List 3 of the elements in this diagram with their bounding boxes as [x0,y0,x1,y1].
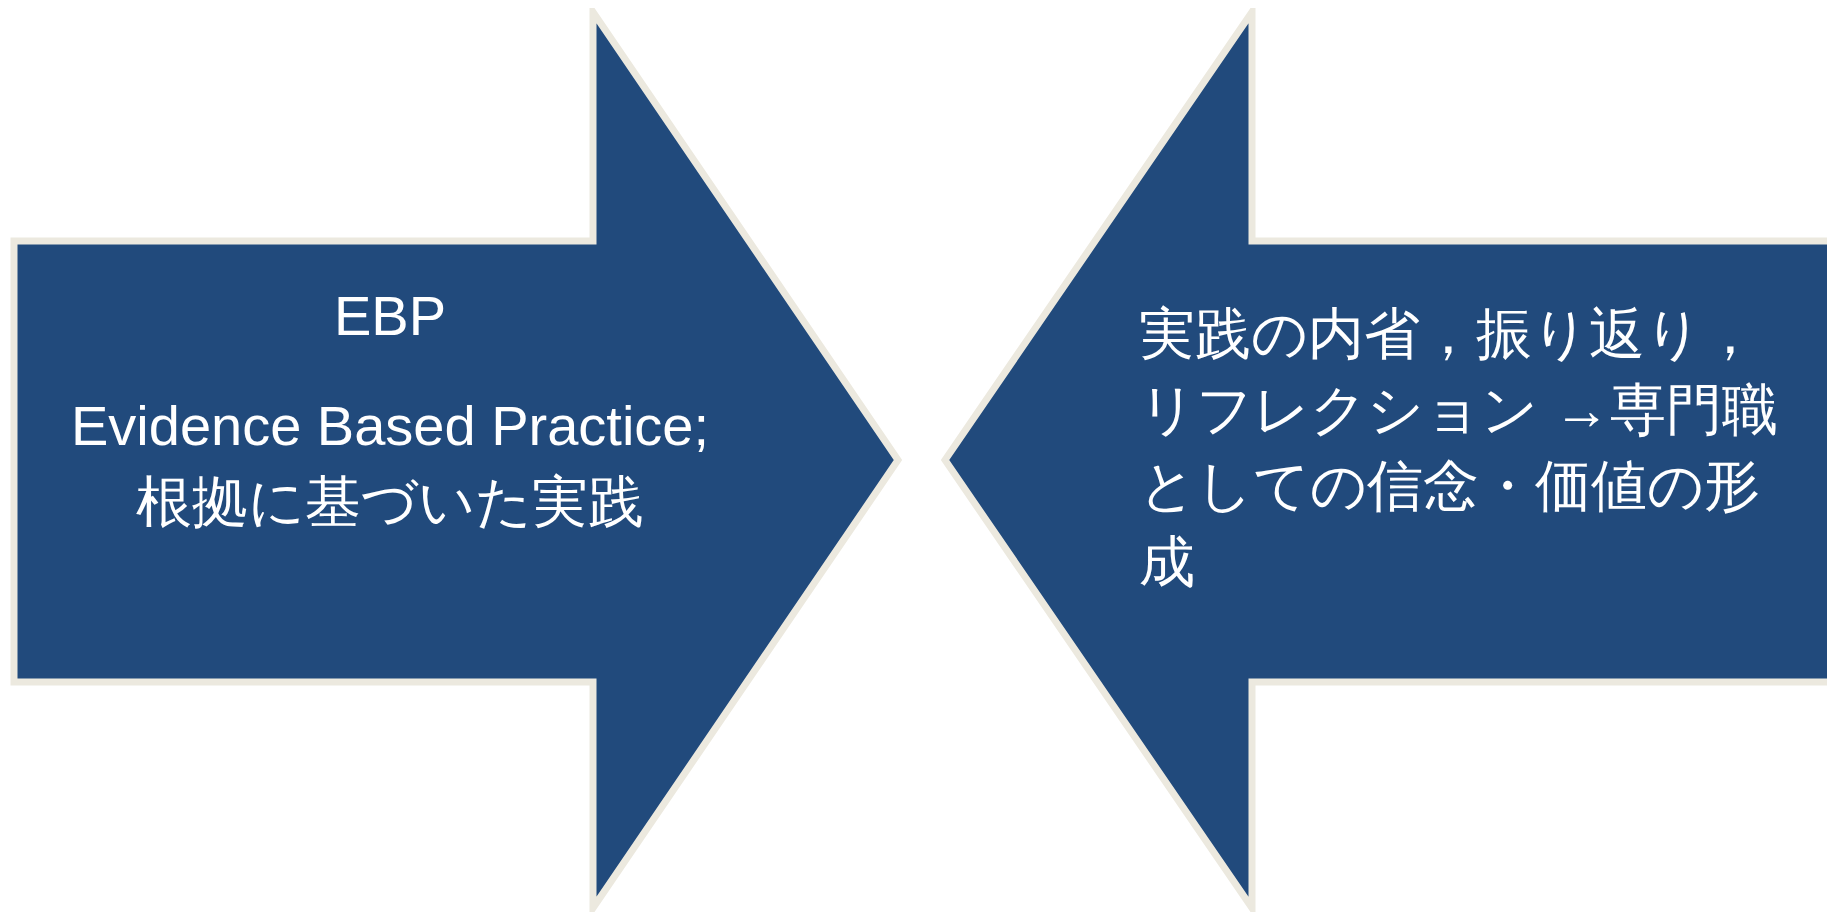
arrow-text: Evidence Based Practice;根拠に基づいた実践 [70,393,710,535]
arrow-text: 実践の内省，振り返り，リフレクション →専門職としての信念・価値の形成 [1139,301,1779,595]
arrow-heading: EBP [332,283,448,349]
